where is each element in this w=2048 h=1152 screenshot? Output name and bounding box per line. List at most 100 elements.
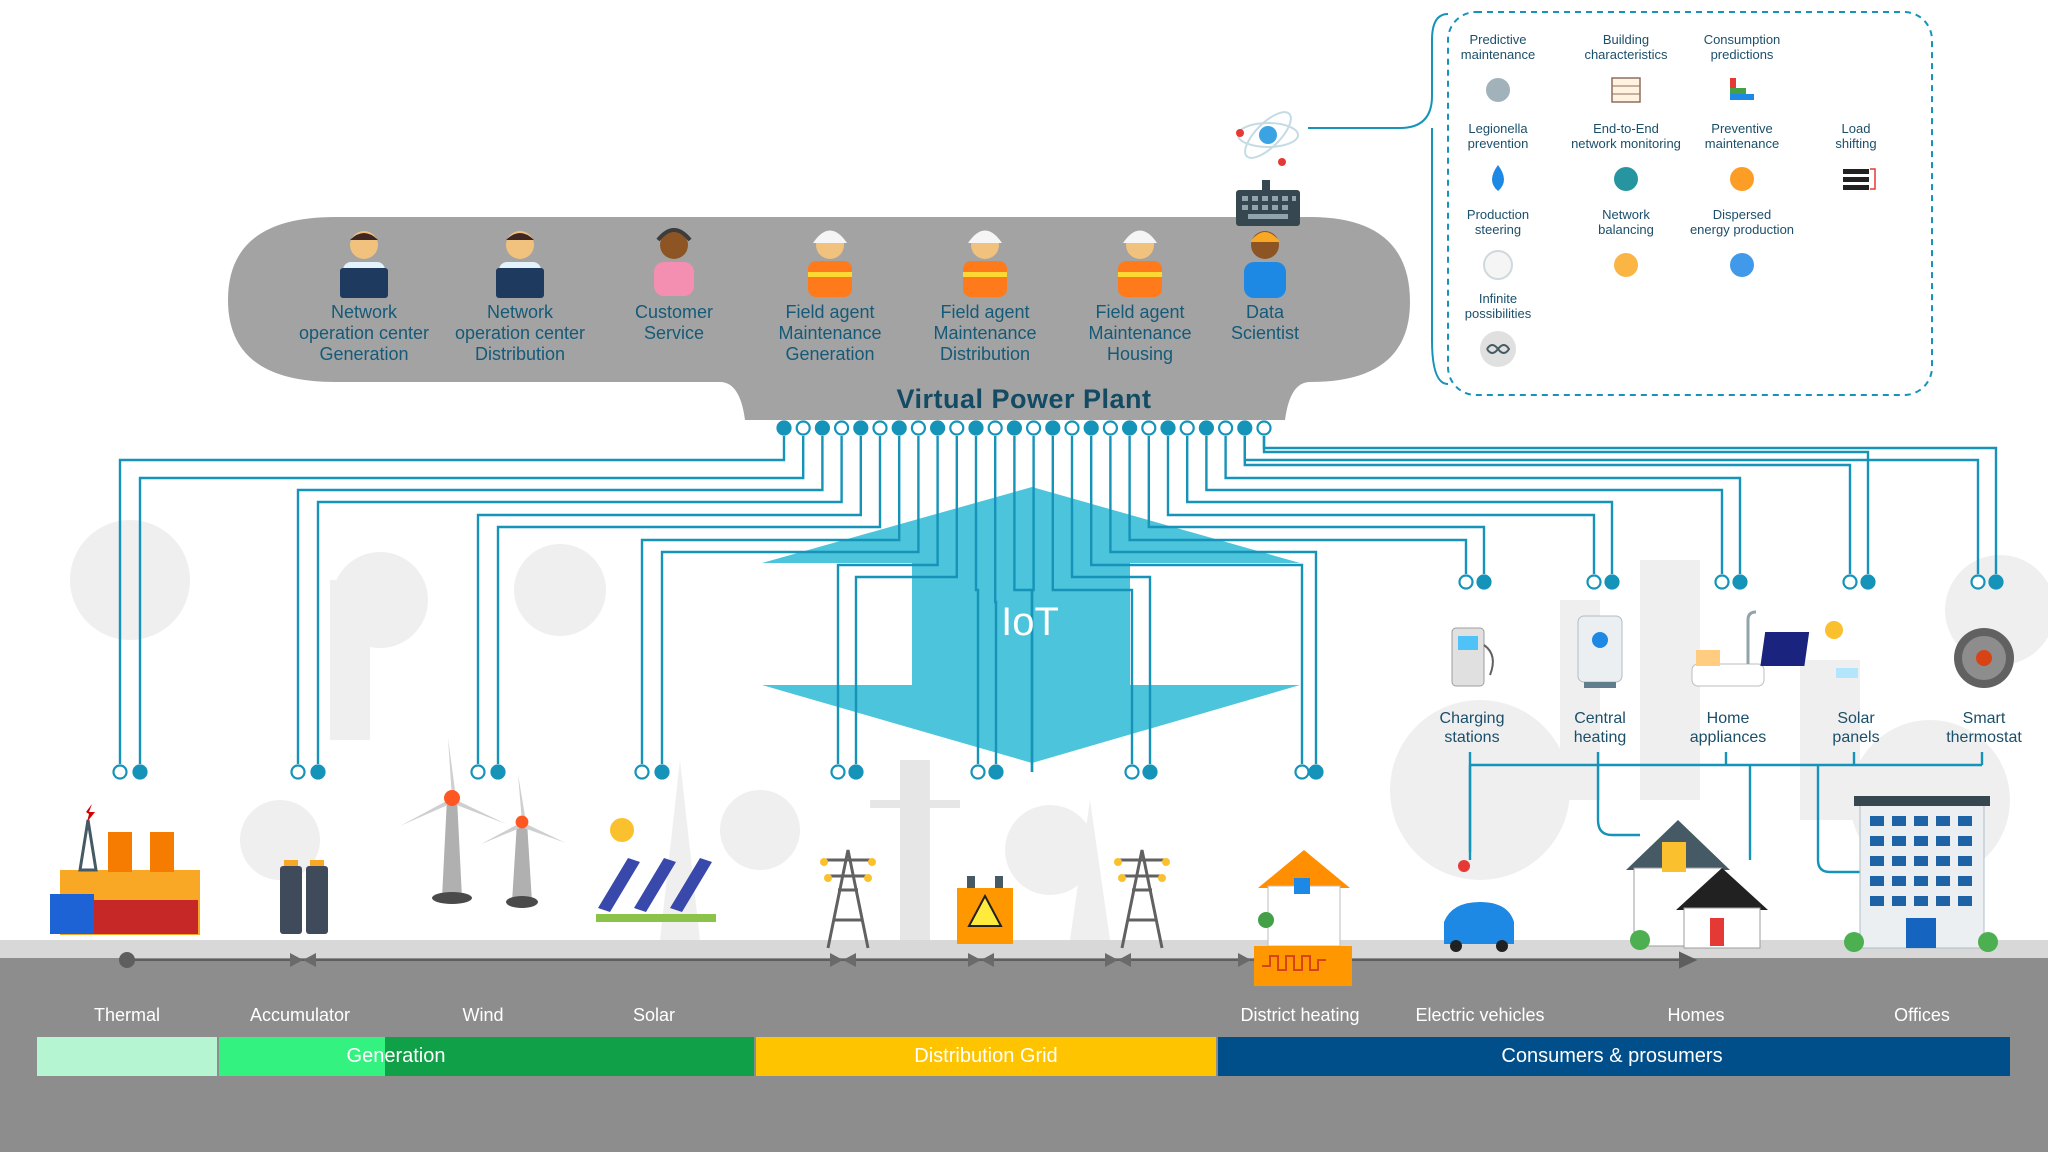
connection-line: [836, 436, 939, 764]
connection-line: [1051, 436, 1134, 764]
services-bracket: [1308, 13, 1449, 385]
device-port: [1308, 764, 1324, 780]
balance-icon: [1614, 253, 1638, 277]
network-icon: [1614, 167, 1638, 191]
asset-label-4: District heating: [1240, 1005, 1360, 1025]
vpp-port: [776, 420, 792, 436]
person-icon-field-dist: [963, 230, 1007, 297]
device-port: [1124, 764, 1140, 780]
vpp-title: Virtual Power Plant: [896, 384, 1152, 414]
vpp-port: [1083, 420, 1099, 436]
stack-icon: [1843, 168, 1876, 190]
vpp-port: [1141, 420, 1157, 436]
transmission-tower-icon: [820, 849, 876, 949]
solar-panel-icon: [1760, 621, 1858, 678]
connection-line: [1186, 436, 1614, 574]
vpp-port: [1160, 420, 1176, 436]
device-port: [1842, 574, 1858, 590]
connection-line: [496, 436, 882, 764]
connection-line: [1147, 436, 1486, 574]
segment-band-distribution: [756, 1037, 1216, 1076]
vpp-port: [891, 420, 907, 436]
district-heating-icon: [1254, 850, 1352, 986]
vpp-port: [987, 420, 1003, 436]
background-scenery: [70, 520, 2048, 940]
connection-line: [1243, 436, 1852, 574]
connection-line: [1030, 436, 1035, 772]
segment-band-generation: [385, 1037, 754, 1076]
vpp-port: [1064, 420, 1080, 436]
segment-band-generation-mid: [219, 1037, 385, 1076]
device-port: [132, 764, 148, 780]
ground-flow-line: [119, 951, 1698, 969]
vpp-port: [1198, 420, 1215, 436]
connection-line: [1128, 436, 1468, 574]
house-icon: [1626, 820, 1768, 950]
iot-label: IoT: [1001, 600, 1059, 644]
connection-line: [476, 436, 862, 764]
device-port: [1732, 574, 1748, 590]
connection-line: [1205, 436, 1724, 574]
device-port: [1476, 574, 1492, 590]
person-icon-customer: [654, 228, 694, 296]
device-port: [1458, 574, 1474, 590]
service-label-7: Production steering: [1466, 207, 1530, 238]
vpp-port: [949, 420, 965, 436]
device-label-0: Charging stations: [1439, 710, 1505, 746]
connection-line: [1243, 436, 1980, 574]
vpp-port: [1121, 420, 1138, 436]
services-panel: [1447, 11, 1933, 396]
connection-line: [1262, 436, 1998, 574]
distribution-icon: [1730, 253, 1754, 277]
device-port: [1970, 574, 1986, 590]
device-label-4: Smart thermostat: [1946, 710, 2022, 746]
electric-car-icon: [1444, 860, 1514, 952]
wind-turbine-icon: [400, 738, 566, 908]
connection-line: [1262, 436, 1870, 574]
asset-label-0: Thermal: [93, 1005, 160, 1025]
device-port: [112, 764, 128, 780]
charging-station-icon: [1451, 627, 1494, 687]
device-port: [1142, 764, 1158, 780]
solar-farm-icon: [596, 818, 716, 922]
connection-line: [974, 436, 980, 764]
vpp-port: [872, 420, 888, 436]
connection-line: [1224, 436, 1742, 574]
boiler-icon: [1577, 615, 1623, 688]
connection-line: [138, 436, 805, 764]
device-port: [988, 764, 1004, 780]
device-port: [970, 764, 986, 780]
service-label-2: Consumption predictions: [1703, 32, 1781, 63]
role-label-noc-gen: Network operation center Generation: [298, 302, 430, 365]
consumers-bracket: [1468, 752, 1984, 874]
connection-line: [640, 436, 901, 764]
device-port: [830, 764, 846, 780]
role-label-field-gen: Field agent Maintenance Generation: [778, 302, 882, 365]
connection-line: [1109, 436, 1318, 764]
service-label-6: Load shifting: [1835, 121, 1877, 152]
device-port: [634, 764, 650, 780]
segment-label-distribution: Distribution Grid: [914, 1045, 1058, 1067]
role-label-field-dist: Field agent Maintenance Distribution: [933, 302, 1037, 365]
connection-line: [296, 436, 824, 764]
device-port: [1860, 574, 1876, 590]
asset-label-6: Homes: [1667, 1005, 1725, 1025]
device-port: [1604, 574, 1620, 590]
role-label-noc-dist: Network operation center Distribution: [454, 302, 586, 365]
connection-line: [1166, 436, 1596, 574]
device-port: [1988, 574, 2004, 590]
vpp-port: [1006, 420, 1023, 436]
device-port: [1294, 764, 1310, 780]
table-icon: [1611, 77, 1641, 103]
transformer-icon: [957, 876, 1013, 944]
bathtub-icon: [1691, 610, 1765, 687]
connection-line: [854, 436, 958, 764]
thermostat-icon: [1954, 628, 2014, 688]
role-label-data-sci: Data Scientist: [1230, 302, 1300, 344]
device-port: [470, 764, 486, 780]
device-port: [310, 764, 326, 780]
water-drop-icon: [1492, 165, 1504, 191]
segment-band-generation-light: [37, 1037, 217, 1076]
